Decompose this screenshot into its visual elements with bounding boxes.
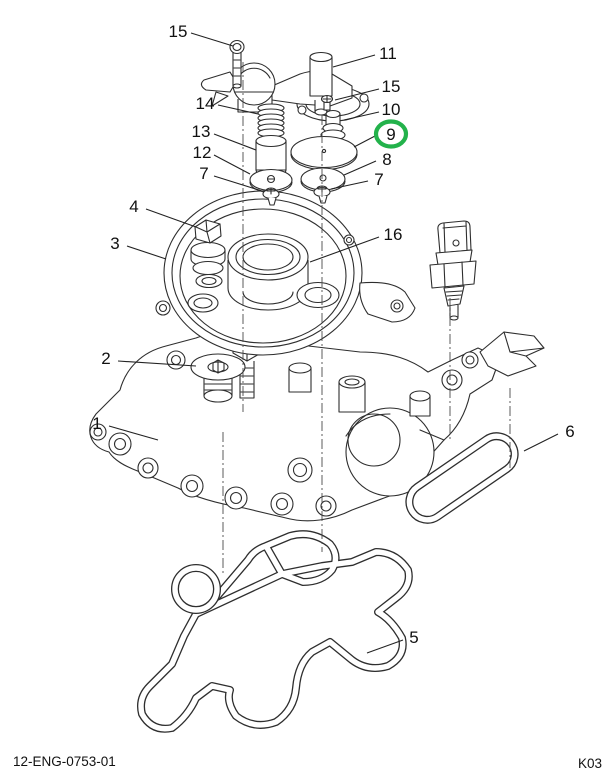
part-screw-7-left: [262, 187, 280, 206]
part-upper-housing: [155, 190, 416, 356]
callout-7-right[interactable]: 7: [374, 170, 383, 189]
callout-1[interactable]: 1: [92, 414, 101, 433]
part-bracket-assembly: [200, 62, 370, 122]
part-diaphragm-9: [290, 135, 358, 171]
part-screw-15b: [320, 94, 334, 111]
part-plug-2: [190, 353, 246, 403]
part-gasket-6: [405, 432, 519, 524]
callout-5[interactable]: 5: [409, 628, 418, 647]
highlight-ring-9: [373, 119, 409, 149]
figure-code: 12-ENG-0753-01: [13, 754, 116, 769]
leader-lines: [108, 32, 559, 654]
callout-11[interactable]: 11: [379, 44, 397, 63]
callout-2[interactable]: 2: [101, 349, 110, 368]
callout-15-top[interactable]: 15: [169, 22, 188, 41]
part-sensor: [429, 220, 477, 321]
callout-10[interactable]: 10: [382, 100, 401, 119]
housing-towers: [288, 362, 431, 417]
part-plunger-11: [309, 51, 333, 116]
callout-labels: 15 11 14 15 10 13 9 12 8 7 7 4 3 16 2 1 …: [92, 22, 574, 647]
callout-7-left[interactable]: 7: [199, 164, 208, 183]
page-code: K03: [578, 756, 603, 771]
callout-13[interactable]: 13: [192, 122, 211, 141]
callout-4[interactable]: 4: [129, 197, 138, 216]
callout-8[interactable]: 8: [382, 150, 391, 169]
callout-16[interactable]: 16: [384, 225, 403, 244]
part-bolt-15: [229, 39, 245, 89]
callout-12[interactable]: 12: [193, 143, 212, 162]
part-center-bore-16: [227, 233, 309, 311]
part-spring-14: [257, 103, 285, 138]
callout-15-right[interactable]: 15: [382, 77, 401, 96]
bolt-bosses: [89, 350, 479, 517]
center-lines: [222, 62, 511, 575]
callout-3[interactable]: 3: [110, 234, 119, 253]
callout-6[interactable]: 6: [565, 422, 574, 441]
callout-9-selected[interactable]: 9: [386, 125, 395, 144]
part-hex-plug-4: [190, 219, 226, 289]
callout-14[interactable]: 14: [196, 94, 215, 113]
part-gasket-5: [137, 530, 413, 733]
part-lower-housing: [89, 330, 545, 522]
